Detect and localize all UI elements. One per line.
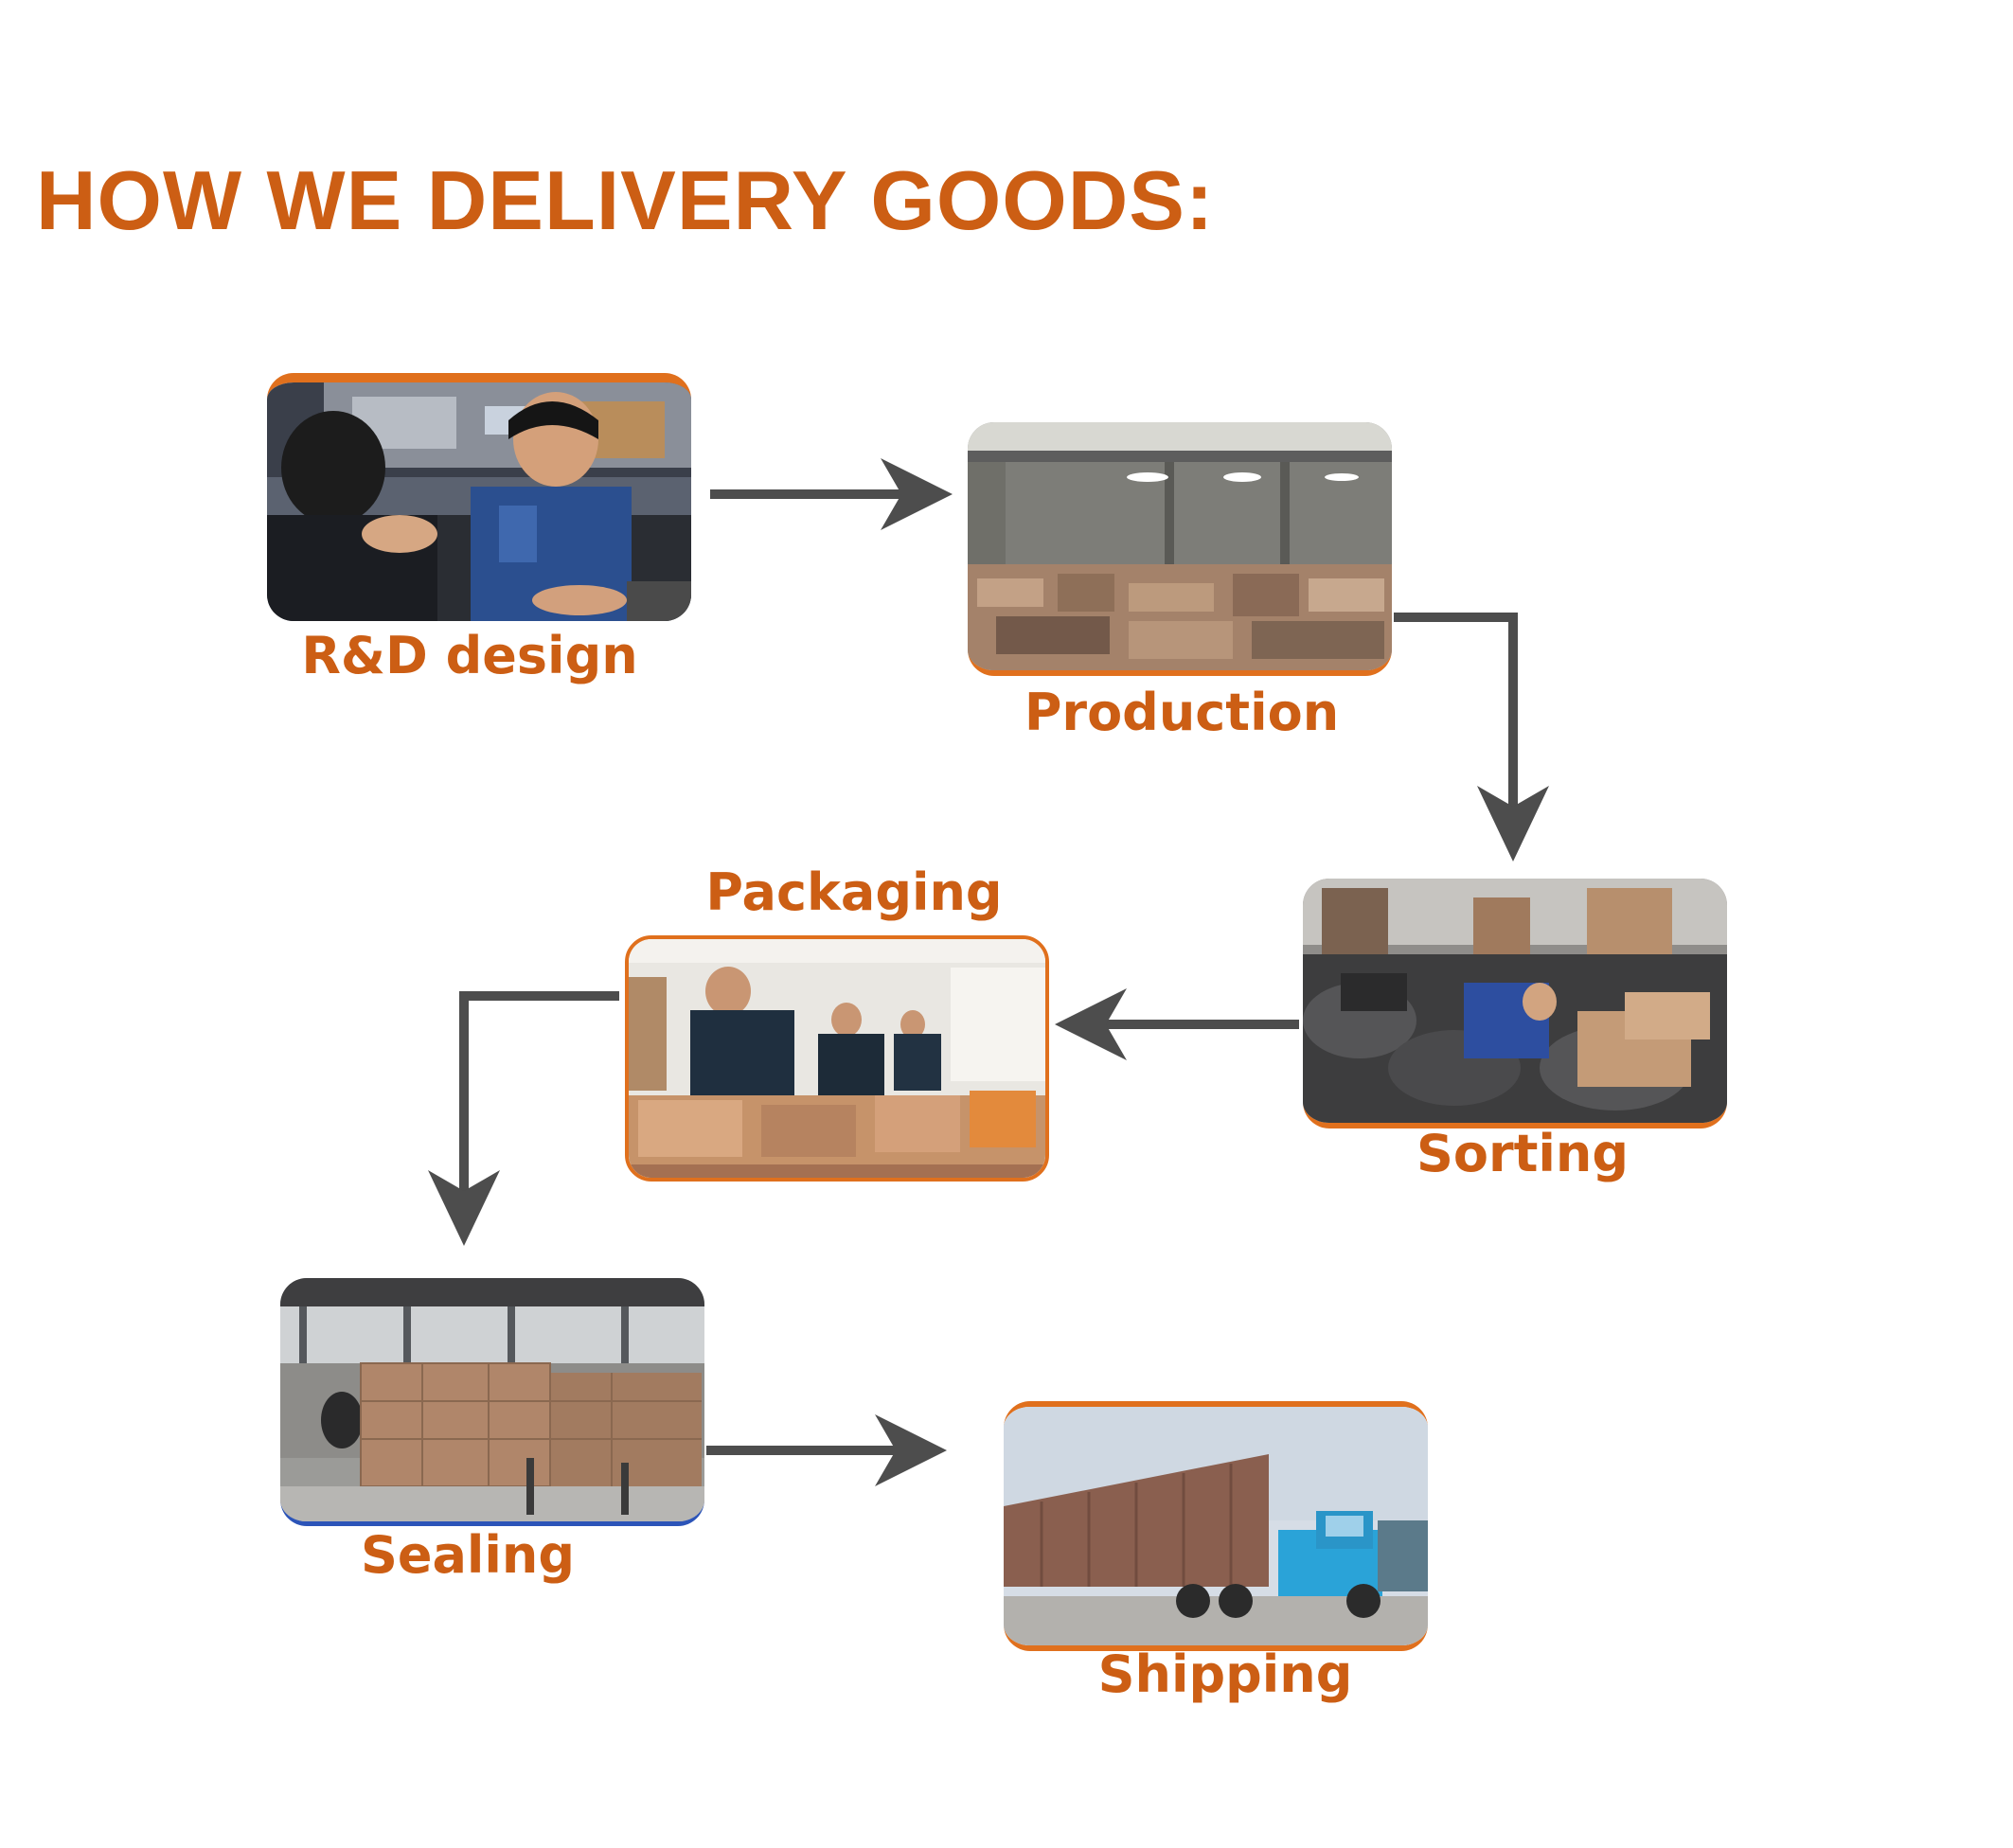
arrowhead-sealing-to-shipping [875,1414,947,1486]
page-title: HOW WE DELIVERY GOODS: [36,153,1215,247]
sorting-photo [1303,879,1727,1128]
shipping-photo [1004,1401,1428,1651]
arrowhead-sorting-to-packaging [1055,988,1127,1060]
arrow-production-to-sorting [1394,613,1518,833]
step-label-sealing: Sealing [360,1525,576,1585]
step-label-shipping: Shipping [1097,1644,1353,1704]
arrowhead-packaging-to-sealing [428,1170,500,1246]
arrowhead-rd-to-production [881,458,953,530]
arrowhead-production-to-sorting [1477,786,1549,862]
production-photo [968,422,1392,676]
arrow-packaging-to-sealing [459,991,619,1221]
packaging-photo [625,935,1049,1182]
sealing-photo [280,1278,704,1526]
step-label-production: Production [1024,683,1340,742]
rd-design-photo [267,373,691,621]
step-label-rd-design: R&D design [301,626,638,685]
step-label-sorting: Sorting [1416,1124,1630,1183]
step-label-packaging: Packaging [705,862,1003,922]
